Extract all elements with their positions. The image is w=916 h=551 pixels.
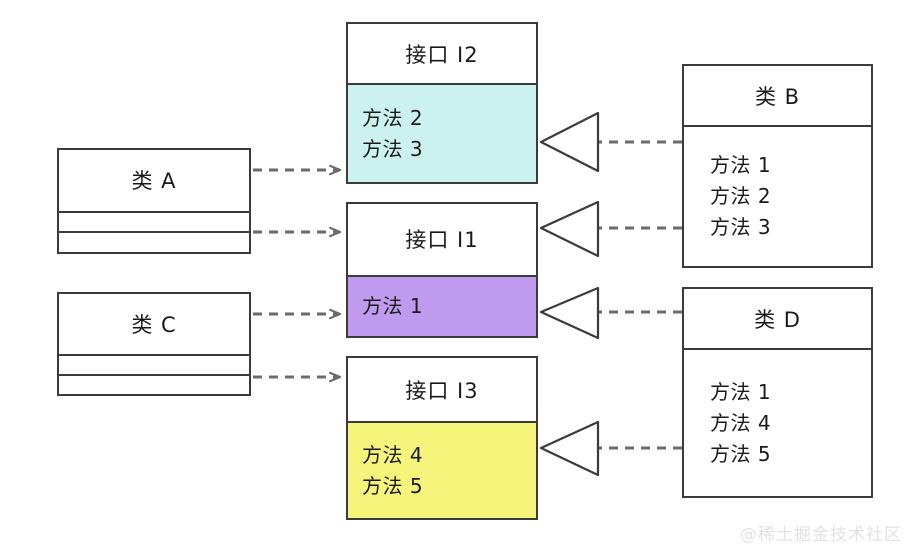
class-d-method-2: 方法 4 xyxy=(710,410,772,435)
class-c-title: 类 C xyxy=(131,312,177,337)
edge-class-b-to-i2 xyxy=(539,111,682,173)
class-b-title-compartment: 类 B xyxy=(684,66,871,125)
class-box-b[interactable]: 类 B 方法 1 方法 2 方法 3 xyxy=(682,64,873,268)
edge-class-d-to-i3 xyxy=(539,420,682,477)
class-box-d[interactable]: 类 D 方法 1 方法 4 方法 5 xyxy=(682,287,873,498)
interface-i1-title-compartment: 接口 I1 xyxy=(348,204,536,275)
interface-i3-title-compartment: 接口 I3 xyxy=(348,358,536,422)
class-d-methods-compartment: 方法 1 方法 4 方法 5 xyxy=(684,348,871,496)
interface-i1-method-1: 方法 1 xyxy=(362,293,424,318)
edge-class-b-to-i1 xyxy=(539,200,682,258)
interface-i1-methods-compartment: 方法 1 xyxy=(348,274,536,336)
class-a-attributes-compartment xyxy=(59,210,249,232)
class-d-method-1: 方法 1 xyxy=(710,379,772,404)
interface-i3-title: 接口 I3 xyxy=(405,378,479,403)
class-a-operations-compartment xyxy=(59,231,249,252)
class-b-methods-compartment: 方法 1 方法 2 方法 3 xyxy=(684,125,871,266)
interface-i2-title: 接口 I2 xyxy=(405,42,479,67)
interface-box-i1[interactable]: 接口 I1 方法 1 xyxy=(346,202,538,338)
class-d-method-3: 方法 5 xyxy=(710,441,772,466)
class-b-title: 类 B xyxy=(754,84,801,109)
class-b-method-2: 方法 2 xyxy=(710,184,772,208)
interface-i2-method-1: 方法 2 xyxy=(362,105,424,130)
class-a-title: 类 A xyxy=(131,169,177,194)
class-c-title-compartment: 类 C xyxy=(59,294,249,354)
interface-i1-title: 接口 I1 xyxy=(405,228,479,253)
interface-i2-title-compartment: 接口 I2 xyxy=(348,24,536,84)
interface-box-i2[interactable]: 接口 I2 方法 2 方法 3 xyxy=(346,22,538,184)
class-c-operations-compartment xyxy=(59,373,249,394)
class-box-a[interactable]: 类 A xyxy=(57,148,251,254)
interface-i3-methods-compartment: 方法 4 方法 5 xyxy=(348,421,536,518)
class-d-title-compartment: 类 D xyxy=(684,289,871,348)
interface-i2-method-2: 方法 3 xyxy=(362,136,424,161)
class-b-method-1: 方法 1 xyxy=(710,153,772,177)
class-d-title: 类 D xyxy=(754,307,801,332)
interface-box-i3[interactable]: 接口 I3 方法 4 方法 5 xyxy=(346,356,538,520)
class-a-title-compartment: 类 A xyxy=(59,150,249,211)
edge-class-d-to-i1 xyxy=(539,286,682,340)
class-b-method-3: 方法 3 xyxy=(710,215,772,239)
interface-i3-method-2: 方法 5 xyxy=(362,473,424,498)
class-box-c[interactable]: 类 C xyxy=(57,292,251,396)
watermark: @稀土掘金技术社区 xyxy=(740,525,902,545)
class-c-attributes-compartment xyxy=(59,353,249,374)
interface-i3-method-1: 方法 4 xyxy=(362,442,424,467)
interface-i2-methods-compartment: 方法 2 方法 3 xyxy=(348,83,536,182)
